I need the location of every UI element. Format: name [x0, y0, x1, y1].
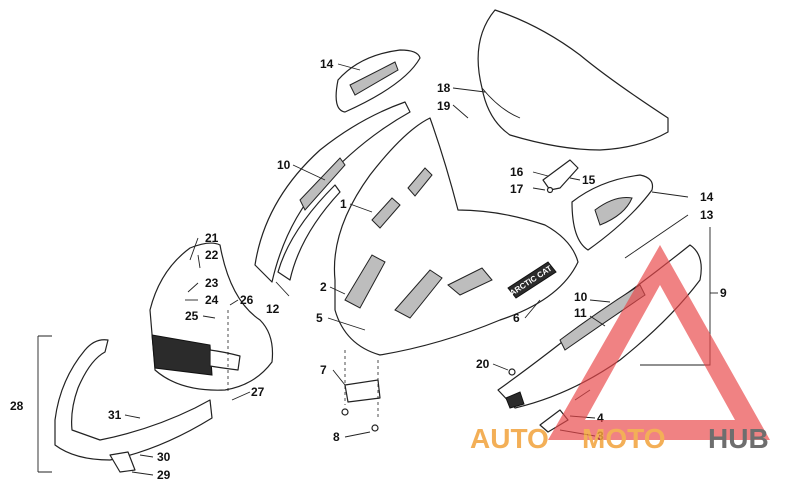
watermark-text-moto: MOTO [582, 423, 665, 454]
callout-31: 31 [108, 408, 122, 422]
watermark-triangle-icon [548, 245, 770, 440]
callout-5: 5 [316, 311, 323, 325]
callout-25: 25 [185, 309, 199, 323]
callout-20: 20 [476, 357, 490, 371]
leader-lines [37, 63, 718, 476]
callout-28: 28 [10, 399, 24, 413]
callout-18: 18 [437, 81, 451, 95]
front-bumper [54, 339, 213, 473]
hinge-brackets [341, 350, 381, 432]
callout-16: 16 [510, 165, 524, 179]
callout-12: 12 [266, 302, 280, 316]
callout-2: 2 [320, 280, 327, 294]
callout-21: 21 [205, 231, 219, 245]
callout-26: 26 [240, 293, 254, 307]
callout-10-right: 10 [574, 290, 588, 304]
callout-8: 8 [333, 430, 340, 444]
callout-19: 19 [437, 99, 451, 113]
callout-7: 7 [320, 363, 327, 377]
callout-29: 29 [157, 468, 171, 482]
callout-14-top: 14 [320, 57, 334, 71]
callout-6: 6 [513, 311, 520, 325]
callout-23: 23 [205, 276, 219, 290]
right-vent [571, 174, 654, 251]
left-side-panel [254, 101, 411, 283]
windshield [477, 9, 669, 151]
watermark-text-hub: HUB [708, 423, 769, 454]
watermark-text-auto: AUTO [470, 423, 549, 454]
callout-1: 1 [340, 197, 347, 211]
callout-13: 13 [700, 208, 714, 222]
watermark-logo: AUTO MOTO HUB [470, 245, 770, 454]
callout-9: 9 [720, 286, 727, 300]
callout-30: 30 [157, 450, 171, 464]
callout-15: 15 [582, 173, 596, 187]
callout-10-left: 10 [277, 158, 291, 172]
callout-24: 24 [205, 293, 219, 307]
callout-14-right: 14 [700, 190, 714, 204]
callout-17: 17 [510, 182, 524, 196]
callout-numbers: 14 10 1 2 12 5 6 18 19 16 15 17 14 13 9 … [10, 57, 727, 482]
mount-bracket [542, 159, 579, 194]
front-nose [149, 242, 274, 392]
callout-4: 4 [597, 411, 604, 425]
upper-vent [335, 49, 421, 113]
callout-27: 27 [251, 385, 265, 399]
callout-11: 11 [574, 306, 587, 320]
hood: ARCTIC CAT [333, 117, 579, 356]
callout-22: 22 [205, 248, 219, 262]
side-strip [277, 184, 341, 281]
